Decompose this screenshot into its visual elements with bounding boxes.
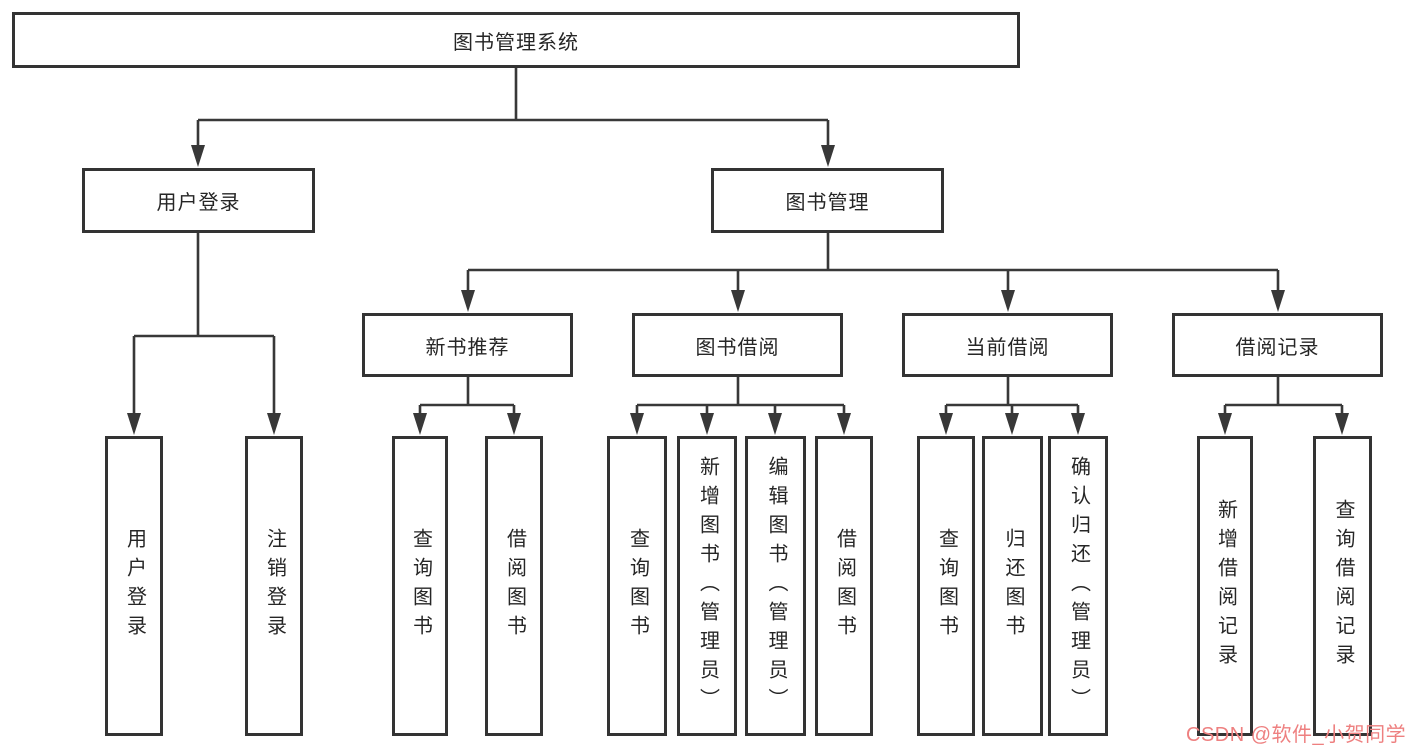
leaf-add-borrow-record-label: 新增借阅记录 [1214, 499, 1237, 673]
leaf-query-book-borrow: 查询图书 [607, 436, 667, 736]
node-new-book-recommend-label: 新书推荐 [425, 336, 510, 359]
leaf-query-book-recommend: 查询图书 [392, 436, 448, 736]
node-user-login-label: 用户登录 [156, 192, 241, 214]
leaf-query-book-borrow-label: 查询图书 [626, 528, 649, 644]
leaf-add-book-admin: 新增图书（管理员） [677, 436, 737, 736]
leaf-borrow-book-recommend-label: 借阅图书 [503, 528, 526, 644]
node-root-label: 图书管理系统 [453, 31, 579, 54]
node-current-borrow: 当前借阅 [902, 313, 1113, 377]
leaf-edit-book-admin: 编辑图书（管理员） [745, 436, 806, 736]
leaf-confirm-return-admin: 确认归还（管理员） [1048, 436, 1108, 736]
leaf-query-borrow-record: 查询借阅记录 [1313, 436, 1372, 736]
node-user-login: 用户登录 [82, 168, 315, 233]
leaf-logout-label: 注销登录 [263, 528, 286, 644]
leaf-query-borrow-record-label: 查询借阅记录 [1332, 499, 1354, 673]
leaf-query-book-current: 查询图书 [917, 436, 975, 736]
node-book-management: 图书管理 [711, 168, 944, 233]
leaf-borrow-book-recommend: 借阅图书 [485, 436, 543, 736]
leaf-user-login: 用户登录 [105, 436, 163, 736]
leaf-edit-book-admin-label: 编辑图书（管理员） [765, 455, 787, 717]
leaf-borrow-book: 借阅图书 [815, 436, 873, 736]
node-root-system: 图书管理系统 [12, 12, 1020, 68]
leaf-confirm-return-admin-label: 确认归还（管理员） [1067, 455, 1090, 717]
leaf-return-book-label: 归还图书 [1002, 528, 1024, 644]
csdn-watermark: CSDN @软件_小贺同学 [1186, 724, 1405, 746]
node-current-borrow-label: 当前借阅 [965, 336, 1050, 359]
node-book-borrow: 图书借阅 [632, 313, 843, 377]
node-book-borrow-label: 图书借阅 [695, 336, 780, 359]
leaf-user-login-label: 用户登录 [123, 528, 146, 644]
node-borrow-record-label: 借阅记录 [1235, 336, 1320, 359]
leaf-add-borrow-record: 新增借阅记录 [1197, 436, 1253, 736]
leaf-logout: 注销登录 [245, 436, 303, 736]
leaf-add-book-admin-label: 新增图书（管理员） [696, 455, 719, 717]
leaf-borrow-book-label: 借阅图书 [833, 528, 856, 644]
leaf-query-book-current-label: 查询图书 [935, 528, 958, 644]
node-new-book-recommend: 新书推荐 [362, 313, 573, 377]
node-book-management-label: 图书管理 [785, 192, 870, 214]
leaf-query-book-recommend-label: 查询图书 [409, 528, 432, 644]
leaf-return-book: 归还图书 [982, 436, 1043, 736]
node-borrow-record: 借阅记录 [1172, 313, 1383, 377]
